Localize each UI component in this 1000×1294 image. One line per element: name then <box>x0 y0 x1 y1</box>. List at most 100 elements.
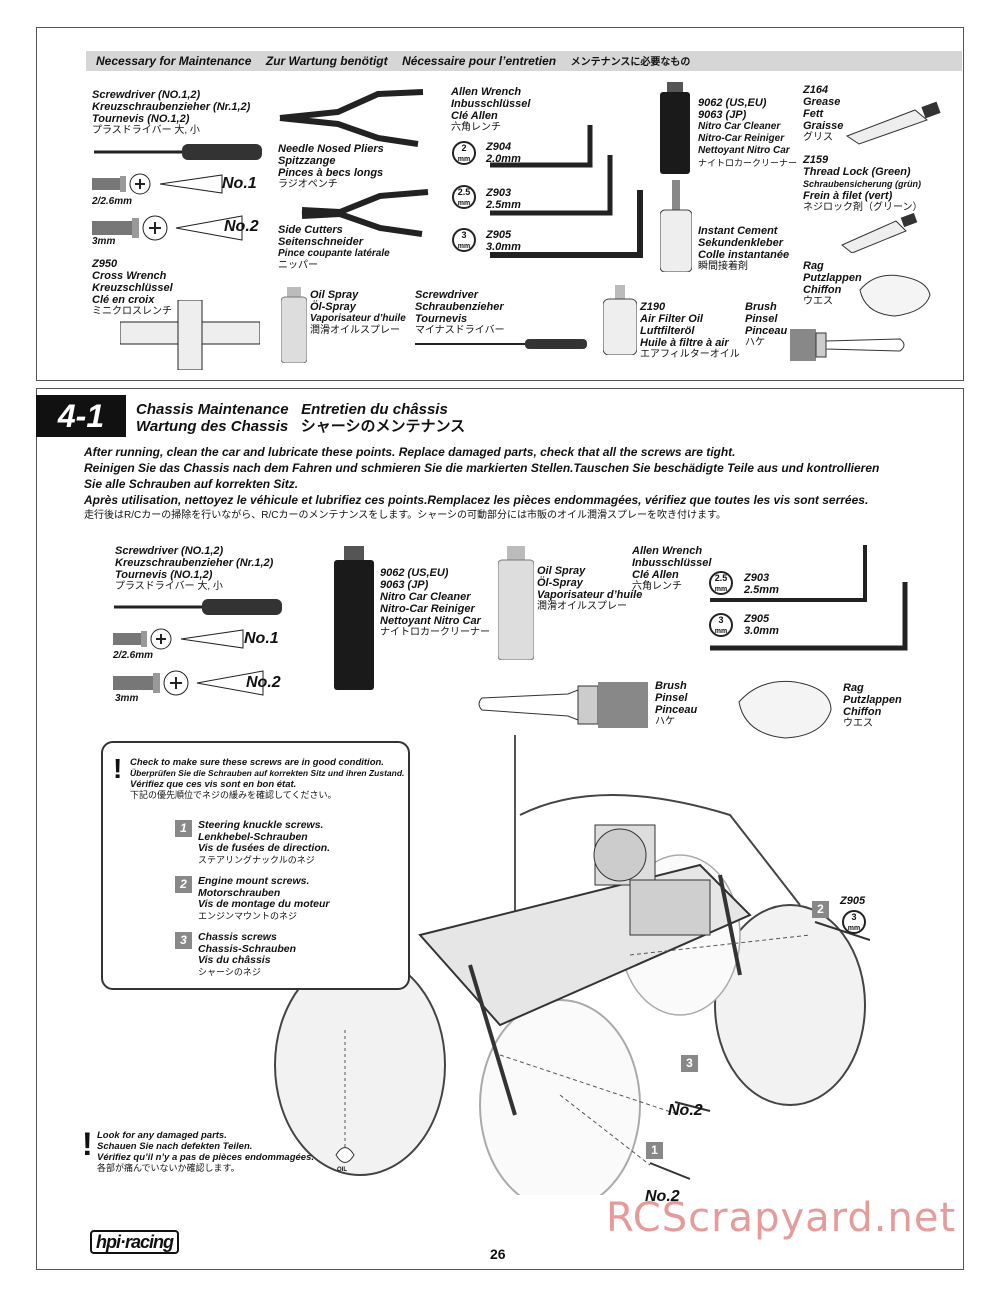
text-line: Z190 <box>640 301 666 313</box>
text-line: Lenkhebel-Schrauben <box>198 830 308 843</box>
header-en: Necessary for Maintenance <box>96 54 252 68</box>
text-line: ミニクロスレンチ <box>92 306 172 317</box>
hpi-racing-logo: hpi·racing <box>90 1230 180 1254</box>
text-line: Vérifiez qu’il n’y a pas de pièces endom… <box>97 1152 314 1163</box>
text-line: Schraubensicherung (grün) <box>803 179 922 189</box>
text-line: 各部が痛んでいないか確認します。 <box>97 1163 240 1173</box>
text-line: Wartung des Chassis <box>136 418 289 435</box>
text-line: Nitro-Car Reiniger <box>380 603 475 615</box>
text-line: Clé Allen <box>632 569 679 581</box>
text-line: エアフィルターオイル <box>640 349 740 360</box>
text-line: Z903 <box>744 572 770 584</box>
section-rag-icon <box>738 680 832 739</box>
check-screws-text: Check to make sure these screws are in g… <box>130 757 404 801</box>
text-line: マイナスドライバー <box>415 325 505 336</box>
text-line: Vis de fusées de direction. <box>198 842 331 854</box>
text-line: Nettoyant Nitro Car <box>380 615 481 627</box>
text-line: Chiffon <box>803 284 842 296</box>
text-line: Nitro-Car Reiniger <box>698 133 785 144</box>
text-line: 9063 (JP) <box>380 579 429 591</box>
text-line: Clé en croix <box>92 294 155 306</box>
text-line: 2 <box>461 143 467 153</box>
section-title: Chassis Maintenance Entretien du châssis… <box>136 401 465 435</box>
text-line: Pinces à becs longs <box>278 167 384 179</box>
text-line: Inbusschlüssel <box>632 557 712 569</box>
badge-1-icon: 1 <box>175 820 192 837</box>
section-allen-wrench-icon <box>710 545 908 651</box>
allen-wrench-icon <box>490 125 643 258</box>
screw-small-size: 2/2.6mm <box>92 196 133 207</box>
text-line: Putzlappen <box>803 272 862 284</box>
brush-icon <box>790 329 905 361</box>
section-no1-label: No.1 <box>244 630 279 647</box>
text-line: Z905 <box>744 613 770 625</box>
text-line: Seitenschneider <box>278 236 363 248</box>
grease-tube-icon <box>845 101 941 145</box>
rag-icon <box>859 274 931 317</box>
text-line: Z904 <box>486 141 512 153</box>
text-line: Oil Spray <box>310 289 359 301</box>
text-line: Nettoyant Nitro Car <box>698 145 790 156</box>
text-line: Graisse <box>803 120 844 132</box>
text-line: Öl-Spray <box>310 301 356 313</box>
cross-wrench-icon <box>120 300 260 370</box>
text-line: Brush <box>655 680 687 692</box>
text-line: mm <box>457 156 471 163</box>
flat-screwdriver-icon <box>415 339 587 349</box>
header-de: Zur Wartung benötigt <box>265 54 388 68</box>
screwdriver-icon <box>94 144 262 160</box>
text-line: Engine mount screws. <box>198 875 310 887</box>
text-line: Kreuzschraubenzieher (Nr.1,2) <box>92 101 251 113</box>
text-line: Instant Cement <box>698 225 778 237</box>
section-panel <box>36 388 964 1270</box>
text-line: 3 <box>718 615 724 625</box>
text-line: Screwdriver (NO.1,2) <box>92 89 201 101</box>
text-line: 六角レンチ <box>632 581 682 592</box>
text-line: 2.5 <box>714 573 728 583</box>
header-jp: メンテナンスに必要なもの <box>570 57 691 68</box>
text-line: Pinceau <box>655 704 698 716</box>
instant-cement-icon <box>660 180 692 272</box>
oil-spray-can-icon <box>281 287 307 363</box>
text-line: Screwdriver <box>415 289 478 301</box>
text-line: Allen Wrench <box>451 86 522 98</box>
text-line: 3 <box>461 230 467 240</box>
text-line: ウエス <box>803 296 833 307</box>
text-line: ウエス <box>843 718 873 729</box>
text-line: 3.0mm <box>486 241 521 253</box>
screw-large-icon <box>92 215 243 241</box>
text-line: Sekundenkleber <box>698 237 783 249</box>
no2-label: No.2 <box>224 218 259 235</box>
text-line: ステアリングナックルのネジ <box>198 854 315 865</box>
callout-2-icon: 2 <box>812 901 829 918</box>
text-line: Vaporisateur d’huile <box>310 313 406 324</box>
text-line: Vis de montage du moteur <box>198 898 330 910</box>
text-line: Nitro Car Cleaner <box>380 591 471 603</box>
no1-label: No.1 <box>222 175 257 192</box>
step-number: 4-1 <box>36 395 126 437</box>
text-line: mm <box>457 200 471 207</box>
text-line: Huile à filtre à air <box>640 337 729 349</box>
intro-text: After running, clean the car and lubrica… <box>84 444 879 524</box>
section-screwdriver-icon <box>114 599 282 615</box>
text-line: Sie alle Schrauben auf korrekten Sitz. <box>84 477 299 491</box>
callout-no2-lower: No.2 <box>645 1188 680 1205</box>
text-line: Pince coupante latérale <box>278 248 390 259</box>
text-line: 9062 (US,EU) <box>698 97 767 109</box>
text-line: Chassis Maintenance <box>136 401 289 418</box>
text-line: Fett <box>803 108 824 120</box>
text-line: Z950 <box>92 258 118 270</box>
